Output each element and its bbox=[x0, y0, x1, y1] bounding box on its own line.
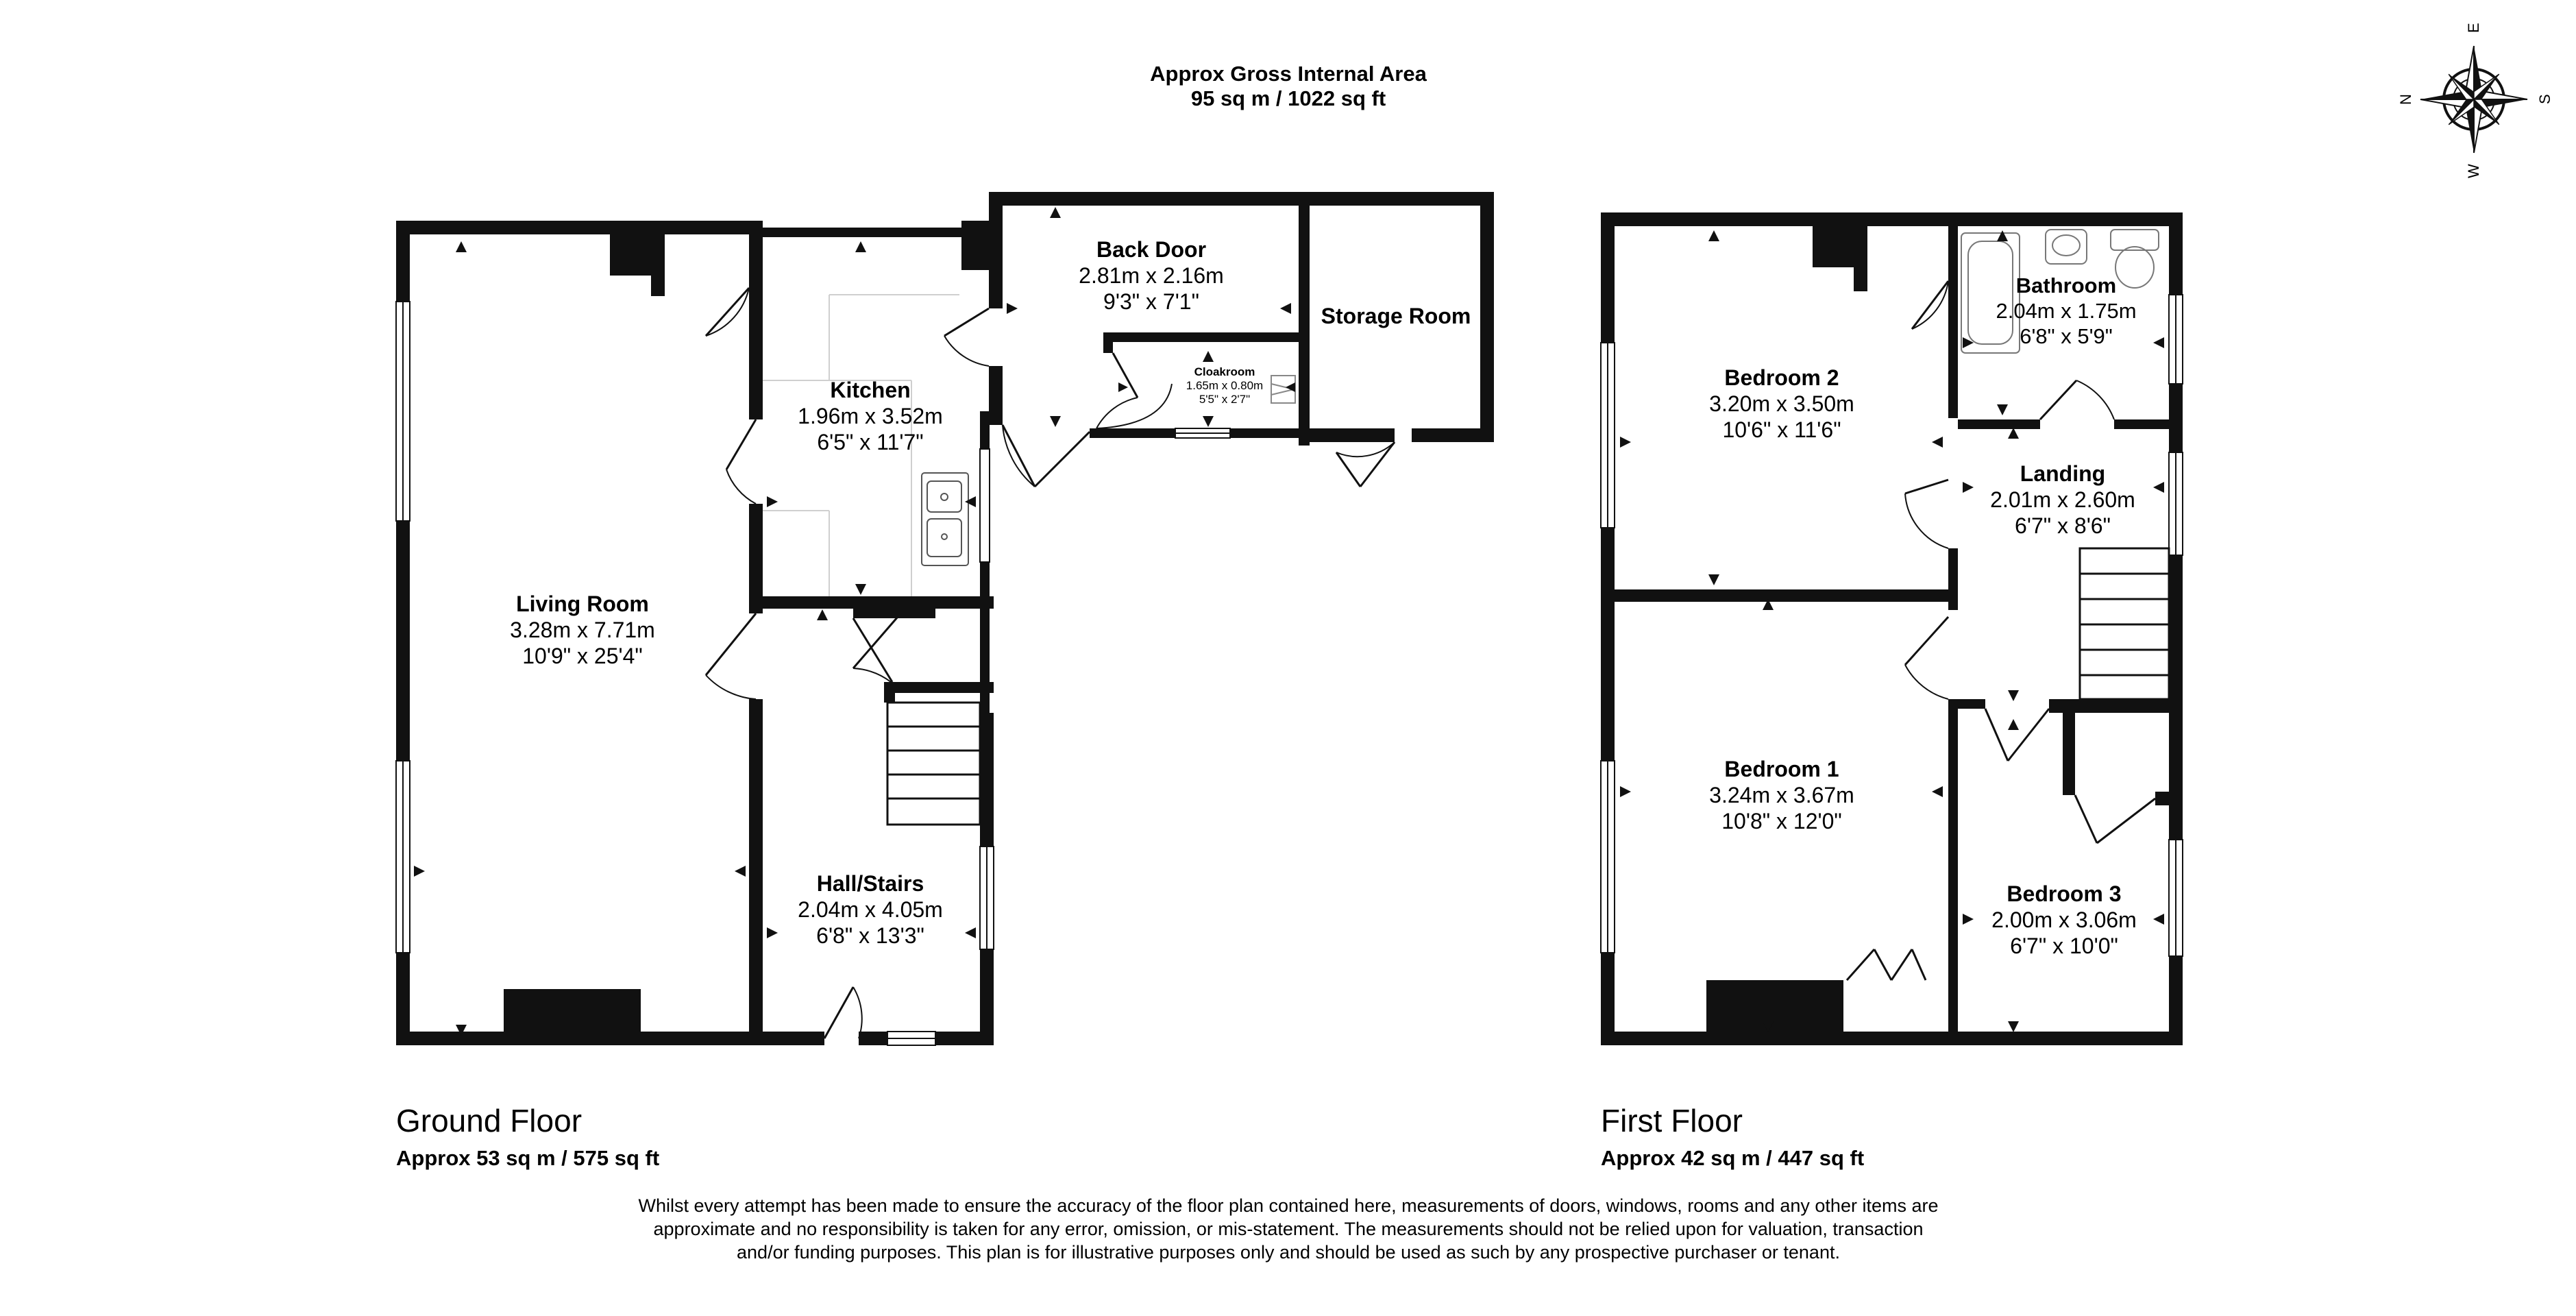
room-label-living-room: Living Room 3.28m x 7.71m 10'9" x 25'4" bbox=[510, 592, 655, 668]
first-floor-plan bbox=[1600, 212, 2183, 1045]
bathroom-fixtures-icon bbox=[1961, 229, 2159, 354]
ground-floor-plan bbox=[395, 192, 1494, 1046]
hall-stairs-flight bbox=[886, 701, 981, 826]
compass-s: S bbox=[2536, 94, 2553, 104]
landing-stairs-flight bbox=[2078, 547, 2170, 700]
room-label-bedroom-3: Bedroom 3 2.00m x 3.06m 6'7" x 10'0" bbox=[1991, 881, 2137, 958]
first-floor-title: First Floor bbox=[1601, 1103, 1743, 1138]
ground-floor-title: Ground Floor bbox=[396, 1103, 582, 1138]
ground-floor-windows bbox=[395, 301, 1231, 1046]
room-label-storage-room: Storage Room bbox=[1321, 304, 1471, 328]
kitchen-sink-icon bbox=[921, 472, 969, 566]
room-label-back-door: Back Door 2.81m x 2.16m 9'3" x 7'1" bbox=[1079, 237, 1224, 314]
ground-floor-dimension-markers bbox=[414, 207, 1295, 1036]
compass-n: N bbox=[2397, 94, 2414, 105]
disclaimer-text: Whilst every attempt has been made to en… bbox=[638, 1195, 1939, 1263]
kitchen-tile-lines bbox=[761, 294, 959, 596]
ground-floor-area: Approx 53 sq m / 575 sq ft bbox=[396, 1146, 660, 1170]
room-label-bathroom: Bathroom 2.04m x 1.75m 6'8" x 5'9" bbox=[1996, 273, 2137, 348]
room-label-bedroom-2: Bedroom 2 3.20m x 3.50m 10'6" x 11'6" bbox=[1709, 365, 1854, 442]
ground-floor-doors bbox=[704, 287, 1396, 1039]
compass-e: E bbox=[2465, 23, 2482, 33]
room-label-landing: Landing 2.01m x 2.60m 6'7" x 8'6" bbox=[1990, 461, 2135, 538]
first-floor-doors bbox=[1845, 280, 2156, 981]
gross-area-value: 95 sq m / 1022 sq ft bbox=[1190, 86, 1386, 110]
room-label-hall-stairs: Hall/Stairs 2.04m x 4.05m 6'8" x 13'3" bbox=[798, 871, 943, 948]
first-floor-area: Approx 42 sq m / 447 sq ft bbox=[1601, 1146, 1865, 1170]
first-floor-windows bbox=[1600, 294, 2183, 957]
first-floor-dimension-markers bbox=[1620, 230, 2164, 1032]
room-label-cloakroom: Cloakroom 1.65m x 0.80m 5'5" x 2'7" bbox=[1186, 365, 1264, 406]
compass-rose-icon: N E S W bbox=[2397, 23, 2553, 178]
room-label-kitchen: Kitchen 1.96m x 3.52m 6'5" x 11'7" bbox=[798, 378, 943, 454]
room-label-bedroom-1: Bedroom 1 3.24m x 3.67m 10'8" x 12'0" bbox=[1709, 757, 1854, 833]
compass-w: W bbox=[2465, 164, 2482, 178]
gross-area-title: Approx Gross Internal Area bbox=[1150, 62, 1427, 86]
